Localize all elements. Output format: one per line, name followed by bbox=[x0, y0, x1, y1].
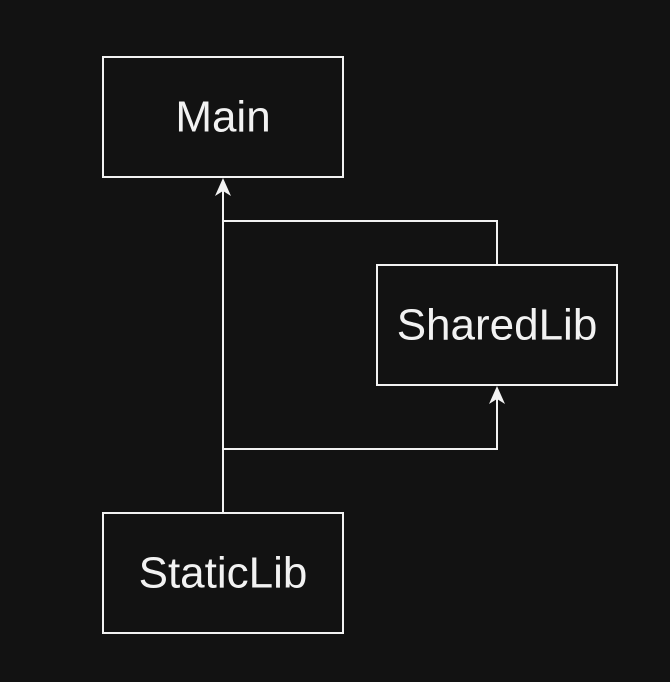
edge-staticlib-to-sharedlib bbox=[223, 390, 498, 450]
node-sharedlib[interactable]: SharedLib bbox=[376, 264, 618, 386]
node-staticlib[interactable]: StaticLib bbox=[102, 512, 344, 634]
edge-sharedlib-to-main bbox=[223, 220, 498, 265]
node-staticlib-box bbox=[102, 512, 344, 634]
node-main[interactable]: Main bbox=[102, 56, 344, 178]
node-main-box bbox=[102, 56, 344, 178]
arrowhead-into-sharedlib bbox=[489, 386, 505, 404]
node-sharedlib-box bbox=[376, 264, 618, 386]
node-sharedlib-label: SharedLib bbox=[397, 301, 598, 350]
arrowhead-into-main bbox=[215, 178, 231, 196]
node-main-label: Main bbox=[175, 93, 270, 142]
node-staticlib-label: StaticLib bbox=[139, 549, 308, 598]
